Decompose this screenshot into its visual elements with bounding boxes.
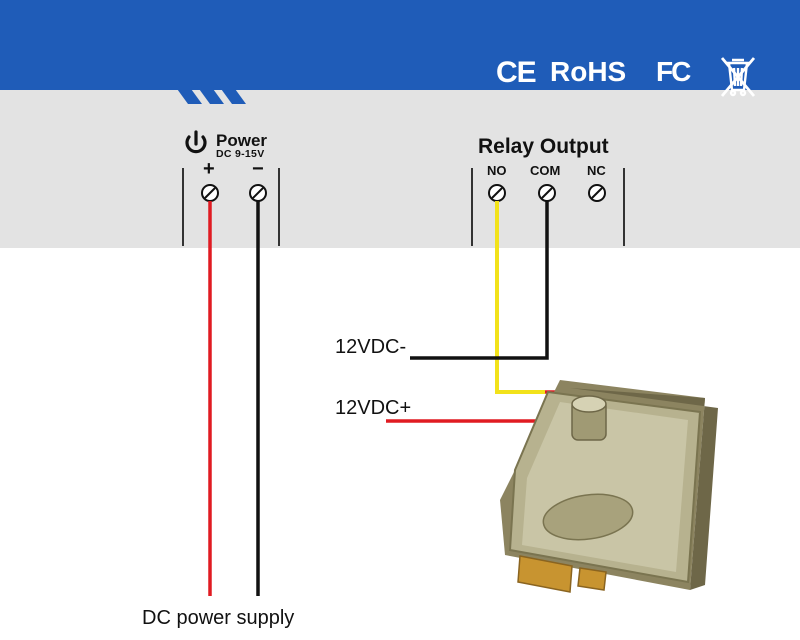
power-terminal-bracket xyxy=(182,168,280,246)
screw-terminal-nc xyxy=(588,184,606,202)
power-icon xyxy=(185,130,207,154)
electric-lock-image xyxy=(500,380,718,593)
terminal-label-plus: + xyxy=(203,158,215,180)
terminal-panel xyxy=(0,90,800,248)
screw-terminal-no xyxy=(488,184,506,202)
label-12vdc-positive: 12VDC+ xyxy=(335,397,412,419)
crossed-out-bin-icon xyxy=(720,57,756,97)
terminal-label-com: COM xyxy=(530,163,561,178)
ce-mark: CE xyxy=(496,56,537,89)
red-lock-wire xyxy=(386,396,561,423)
terminal-label-minus: − xyxy=(252,158,264,180)
power-voltage-range: DC 9-15V xyxy=(216,148,265,160)
relay-output-title: Relay Output xyxy=(478,135,609,158)
label-12vdc-negative: 12VDC- xyxy=(335,336,407,358)
header-stripes xyxy=(172,82,246,104)
fc-mark: FC xyxy=(656,56,691,87)
yellow-no-wire xyxy=(495,201,545,394)
rohs-mark: RoHS xyxy=(550,56,627,87)
screw-terminal-com xyxy=(538,184,556,202)
screw-terminal-plus xyxy=(201,184,219,202)
screw-terminal-minus xyxy=(249,184,267,202)
relay-terminal-bracket xyxy=(471,168,625,246)
black-com-wire xyxy=(410,201,549,360)
header-bar xyxy=(0,0,800,90)
power-title: Power xyxy=(216,131,268,150)
label-dc-power-supply: DC power supply xyxy=(142,607,295,629)
terminal-label-no: NO xyxy=(487,163,507,178)
terminal-label-nc: NC xyxy=(587,163,606,178)
